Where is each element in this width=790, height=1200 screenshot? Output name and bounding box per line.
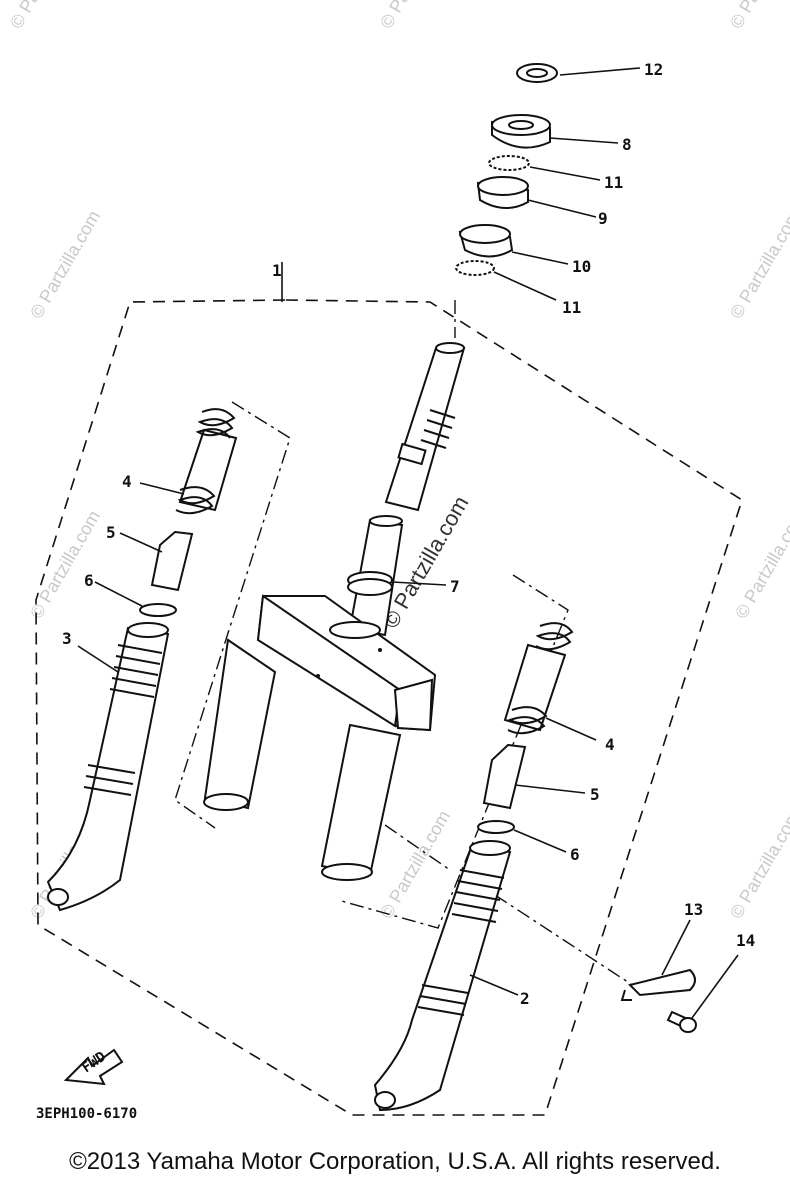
callout-2: 2 (520, 989, 530, 1008)
part-oring-left (94, 581, 177, 617)
callout-14: 14 (736, 931, 755, 950)
bolt-axis-line (494, 894, 641, 991)
part-lower-race (458, 224, 569, 265)
fwd-arrow: FWD (63, 1048, 124, 1086)
part-ball-race-upper (488, 155, 601, 181)
part-bracket-tube-right (320, 723, 402, 881)
callout-11-lower: 11 (562, 298, 581, 317)
part-clip (620, 919, 696, 1001)
diagram-code: 3EPH100-6170 (36, 1106, 137, 1122)
part-bolt (666, 954, 739, 1033)
bracket-axis-line (384, 824, 451, 871)
callout-9: 9 (598, 209, 608, 228)
assembly-boundary (35, 299, 743, 1116)
part-upper-race (476, 176, 597, 218)
part-steering-stem (384, 342, 466, 512)
left-inner-tube-group (174, 401, 291, 829)
watermark-text: © Partzilla.com (376, 0, 454, 32)
part-cap-right (482, 743, 586, 810)
callout-3: 3 (62, 629, 72, 648)
part-fork-leg-right (373, 840, 519, 1112)
part-stem-bearing (347, 515, 447, 637)
watermark-text: © Partzilla.com (726, 0, 790, 32)
watermark-text: © Partzilla.com (726, 207, 790, 322)
watermark-text: © Partzilla.com (376, 807, 454, 922)
watermark-text: © Partzilla.com (6, 0, 84, 32)
callout-6-left: 6 (84, 571, 94, 590)
copyright-notice: ©2013 Yamaha Motor Corporation, U.S.A. A… (69, 1148, 721, 1175)
callout-5-left: 5 (106, 523, 116, 542)
callout-13: 13 (684, 900, 703, 919)
watermark-text: © Partzilla.com (731, 507, 790, 622)
callout-6-right: 6 (570, 845, 580, 864)
callout-4-left: 4 (122, 472, 132, 491)
part-spring-right (503, 622, 597, 741)
callout-10: 10 (572, 257, 591, 276)
part-ring-nut (516, 63, 641, 83)
callout-7: 7 (450, 577, 460, 596)
part-oring-right (477, 820, 567, 853)
parts-diagram: © Partzilla.com © Partzilla.com © Partzi… (6, 0, 790, 1122)
callout-4-right: 4 (605, 735, 615, 754)
part-bracket-tube-left (203, 638, 277, 811)
watermark-text: © Partzilla.com (26, 207, 104, 322)
watermark-text: © Partzilla.com (26, 507, 104, 622)
part-spring-left (139, 408, 238, 515)
callout-1: 1 (272, 261, 282, 280)
part-fork-bracket (256, 594, 437, 732)
callout-12: 12 (644, 60, 663, 79)
part-cap-left (119, 530, 194, 592)
part-fork-leg-left (46, 622, 170, 912)
callout-11-upper: 11 (604, 173, 623, 192)
watermark-text: © Partzilla.com (726, 807, 790, 922)
part-bearing-cover (491, 114, 619, 149)
callout-5-right: 5 (590, 785, 600, 804)
part-ball-race-lower (455, 260, 557, 301)
callout-8: 8 (622, 135, 632, 154)
